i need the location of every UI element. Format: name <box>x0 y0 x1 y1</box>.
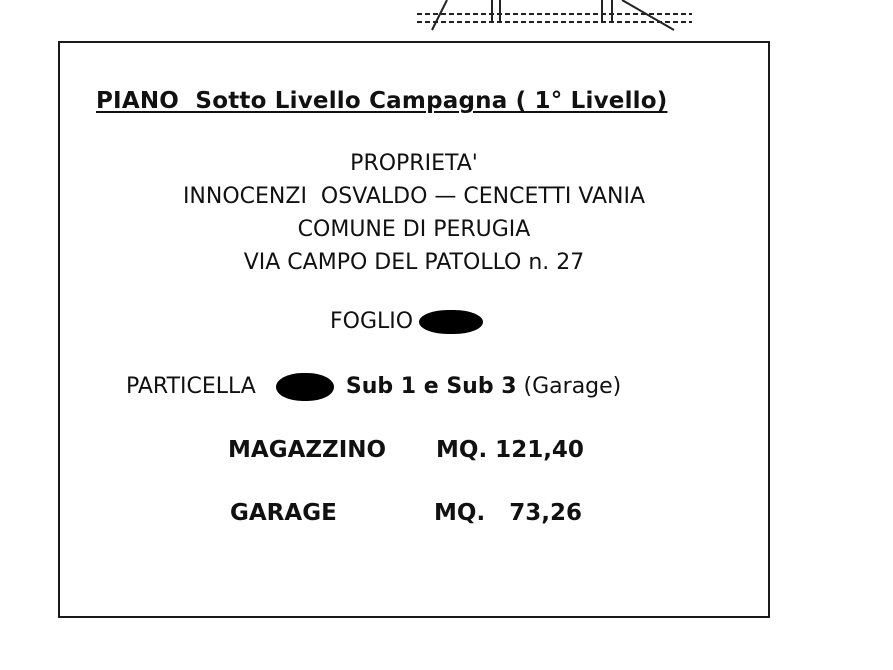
particella-label: PARTICELLA <box>126 374 256 399</box>
floorplan-fragment <box>417 0 692 31</box>
sub-note: (Garage) <box>523 374 622 399</box>
municipality: COMUNE DI PERUGIA <box>297 217 531 242</box>
sub-text: Sub 1 e Sub 3 <box>345 374 517 399</box>
floor-title: PIANO Sotto Livello Campagna ( 1° Livell… <box>96 88 668 114</box>
foglio-line: FOGLIO <box>330 309 484 334</box>
particella-line: PARTICELLA Sub 1 e Sub 3 (Garage) <box>126 373 621 401</box>
address: VIA CAMPO DEL PATOLLO n. 27 <box>243 250 585 275</box>
redaction-mark <box>419 310 484 334</box>
ownership-block: PROPRIETA' INNOCENZI OSVALDO — CENCETTI … <box>60 147 768 279</box>
title-block-frame: PIANO Sotto Livello Campagna ( 1° Livell… <box>58 41 770 618</box>
owners-names: INNOCENZI OSVALDO — CENCETTI VANIA <box>182 184 646 209</box>
area-value: MQ. 73,26 <box>434 500 582 526</box>
area-label: GARAGE <box>230 500 337 526</box>
redaction-mark <box>275 373 334 401</box>
area-value: MQ. 121,40 <box>436 437 584 463</box>
area-label: MAGAZZINO <box>228 437 387 463</box>
ownership-heading: PROPRIETA' <box>350 151 478 176</box>
foglio-label: FOGLIO <box>330 309 414 334</box>
